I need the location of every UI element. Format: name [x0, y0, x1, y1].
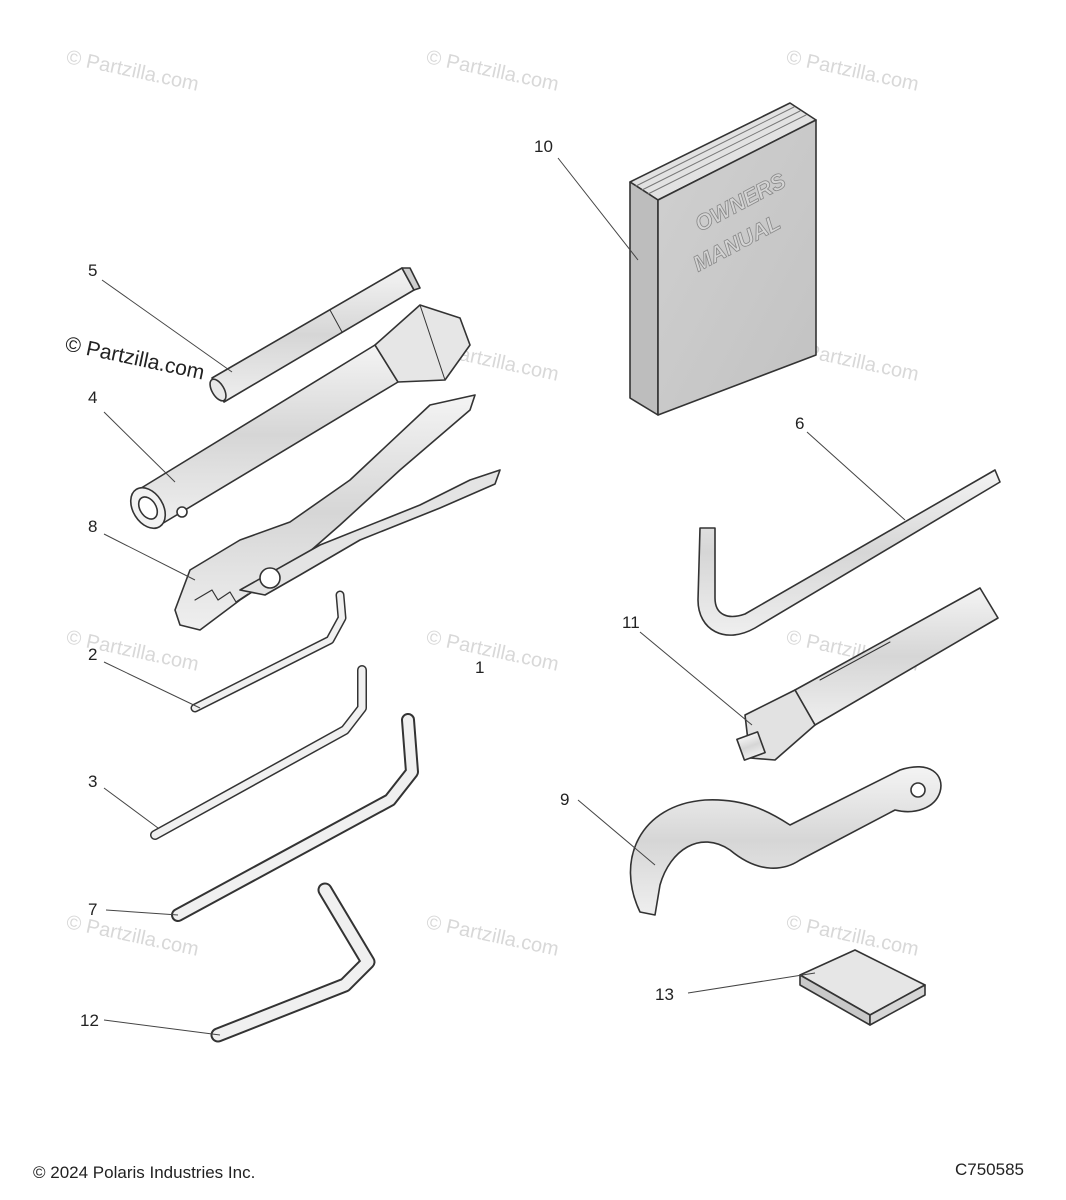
torx-key-large — [171, 713, 419, 922]
copyright-text: © 2024 Polaris Industries Inc. — [33, 1163, 256, 1182]
callout-3: 3 — [88, 772, 98, 791]
angled-driver-tool — [736, 587, 999, 761]
callout-1: 1 — [475, 658, 485, 677]
callout-9: 9 — [560, 790, 570, 809]
torx-key-medium — [150, 665, 367, 840]
callout-7: 7 — [88, 900, 98, 919]
owners-manual-book — [629, 102, 817, 416]
hex-key — [210, 882, 376, 1043]
callout-12: 12 — [80, 1011, 99, 1030]
fuse-kit — [799, 949, 926, 1026]
large-hex-wrench — [697, 469, 1001, 636]
callout-6: 6 — [795, 414, 805, 433]
pliers — [174, 394, 501, 631]
torx-key-small — [190, 590, 347, 713]
callout-13: 13 — [655, 985, 674, 1004]
callout-5: 5 — [88, 261, 98, 280]
diagram-code: C750585 — [955, 1160, 1025, 1179]
callout-4: 4 — [88, 388, 98, 407]
spark-plug-wrench — [129, 304, 471, 530]
spanner-wrench — [629, 765, 942, 916]
callout-2: 2 — [88, 645, 98, 664]
callout-11: 11 — [622, 613, 640, 632]
callout-10: 10 — [534, 137, 553, 156]
socket-extension-tool — [209, 267, 421, 403]
callout-8: 8 — [88, 517, 98, 536]
